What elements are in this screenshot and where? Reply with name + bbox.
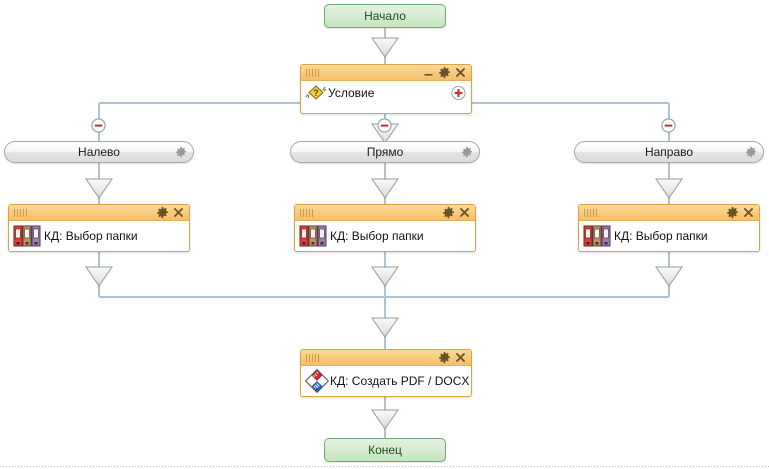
gear-icon[interactable] <box>175 146 187 158</box>
close-icon[interactable] <box>454 66 467 79</box>
end-node-label: Конец <box>368 443 402 457</box>
branch-label-right: Направо <box>644 145 694 159</box>
svg-text:?: ? <box>313 88 319 98</box>
action-node-body: КД: Выбор папки <box>295 221 475 251</box>
gear-icon[interactable] <box>745 146 757 158</box>
action-node-body: КД: Выбор папки <box>579 221 759 251</box>
start-node-label: Начало <box>364 9 406 23</box>
condition-node-label: Условие <box>328 86 375 100</box>
close-icon[interactable] <box>454 351 467 364</box>
gear-icon[interactable] <box>156 206 169 219</box>
condition-node-titlebar[interactable] <box>301 65 471 81</box>
branch-label-left: Налево <box>78 145 120 159</box>
gear-icon[interactable] <box>461 146 473 158</box>
close-icon[interactable] <box>458 206 471 219</box>
drag-grip-icon[interactable] <box>306 353 320 362</box>
condition-diamond-icon: ? <box>305 85 327 100</box>
canvas-bottom-edge <box>0 466 769 467</box>
action-node-titlebar[interactable] <box>579 205 759 221</box>
action-node-titlebar[interactable] <box>295 205 475 221</box>
action-node-label: КД: Выбор папки <box>330 229 424 243</box>
gear-icon[interactable] <box>442 206 455 219</box>
action-node-folder-left[interactable]: КД: Выбор папки <box>8 204 190 252</box>
drag-grip-icon[interactable] <box>584 208 598 217</box>
binders-icon <box>299 225 327 247</box>
gear-icon[interactable] <box>438 351 451 364</box>
close-icon[interactable] <box>742 206 755 219</box>
action-node-label: КД: Выбор папки <box>614 229 708 243</box>
gear-icon[interactable] <box>726 206 739 219</box>
action-node-titlebar[interactable] <box>301 350 471 366</box>
branch-label-middle: Прямо <box>366 145 404 159</box>
action-node-label: КД: Выбор папки <box>44 229 138 243</box>
start-node[interactable]: Начало <box>324 4 446 28</box>
drag-grip-icon[interactable] <box>306 68 320 77</box>
drag-grip-icon[interactable] <box>300 208 314 217</box>
binders-icon <box>583 225 611 247</box>
drag-grip-icon[interactable] <box>14 208 28 217</box>
action-node-titlebar[interactable] <box>9 205 189 221</box>
branch-button-left[interactable]: Налево <box>4 141 194 163</box>
action-node-body: КД: Выбор папки <box>9 221 189 251</box>
action-node-label: КД: Создать PDF / DOCX <box>330 374 470 388</box>
binders-icon <box>13 225 41 247</box>
gear-icon[interactable] <box>438 66 451 79</box>
condition-node-body: ? Условие <box>301 81 471 105</box>
collapse-toggle-left[interactable] <box>91 118 106 133</box>
action-node-body: КД: Создать PDF / DOCX <box>301 366 471 396</box>
action-node-folder-right[interactable]: КД: Выбор папки <box>578 204 760 252</box>
collapse-toggle-right[interactable] <box>661 118 676 133</box>
end-node[interactable]: Конец <box>324 438 446 462</box>
collapse-toggle-middle[interactable] <box>377 118 392 133</box>
branch-button-middle[interactable]: Прямо <box>290 141 480 163</box>
condition-node[interactable]: ? Условие <box>300 64 472 114</box>
action-node-folder-middle[interactable]: КД: Выбор папки <box>294 204 476 252</box>
pdf-docx-diamond-icon <box>305 369 329 393</box>
close-icon[interactable] <box>172 206 185 219</box>
minimize-icon[interactable] <box>422 66 435 79</box>
add-branch-button[interactable] <box>451 85 466 101</box>
branch-button-right[interactable]: Направо <box>574 141 764 163</box>
action-node-create-pdf-docx[interactable]: КД: Создать PDF / DOCX <box>300 349 472 397</box>
